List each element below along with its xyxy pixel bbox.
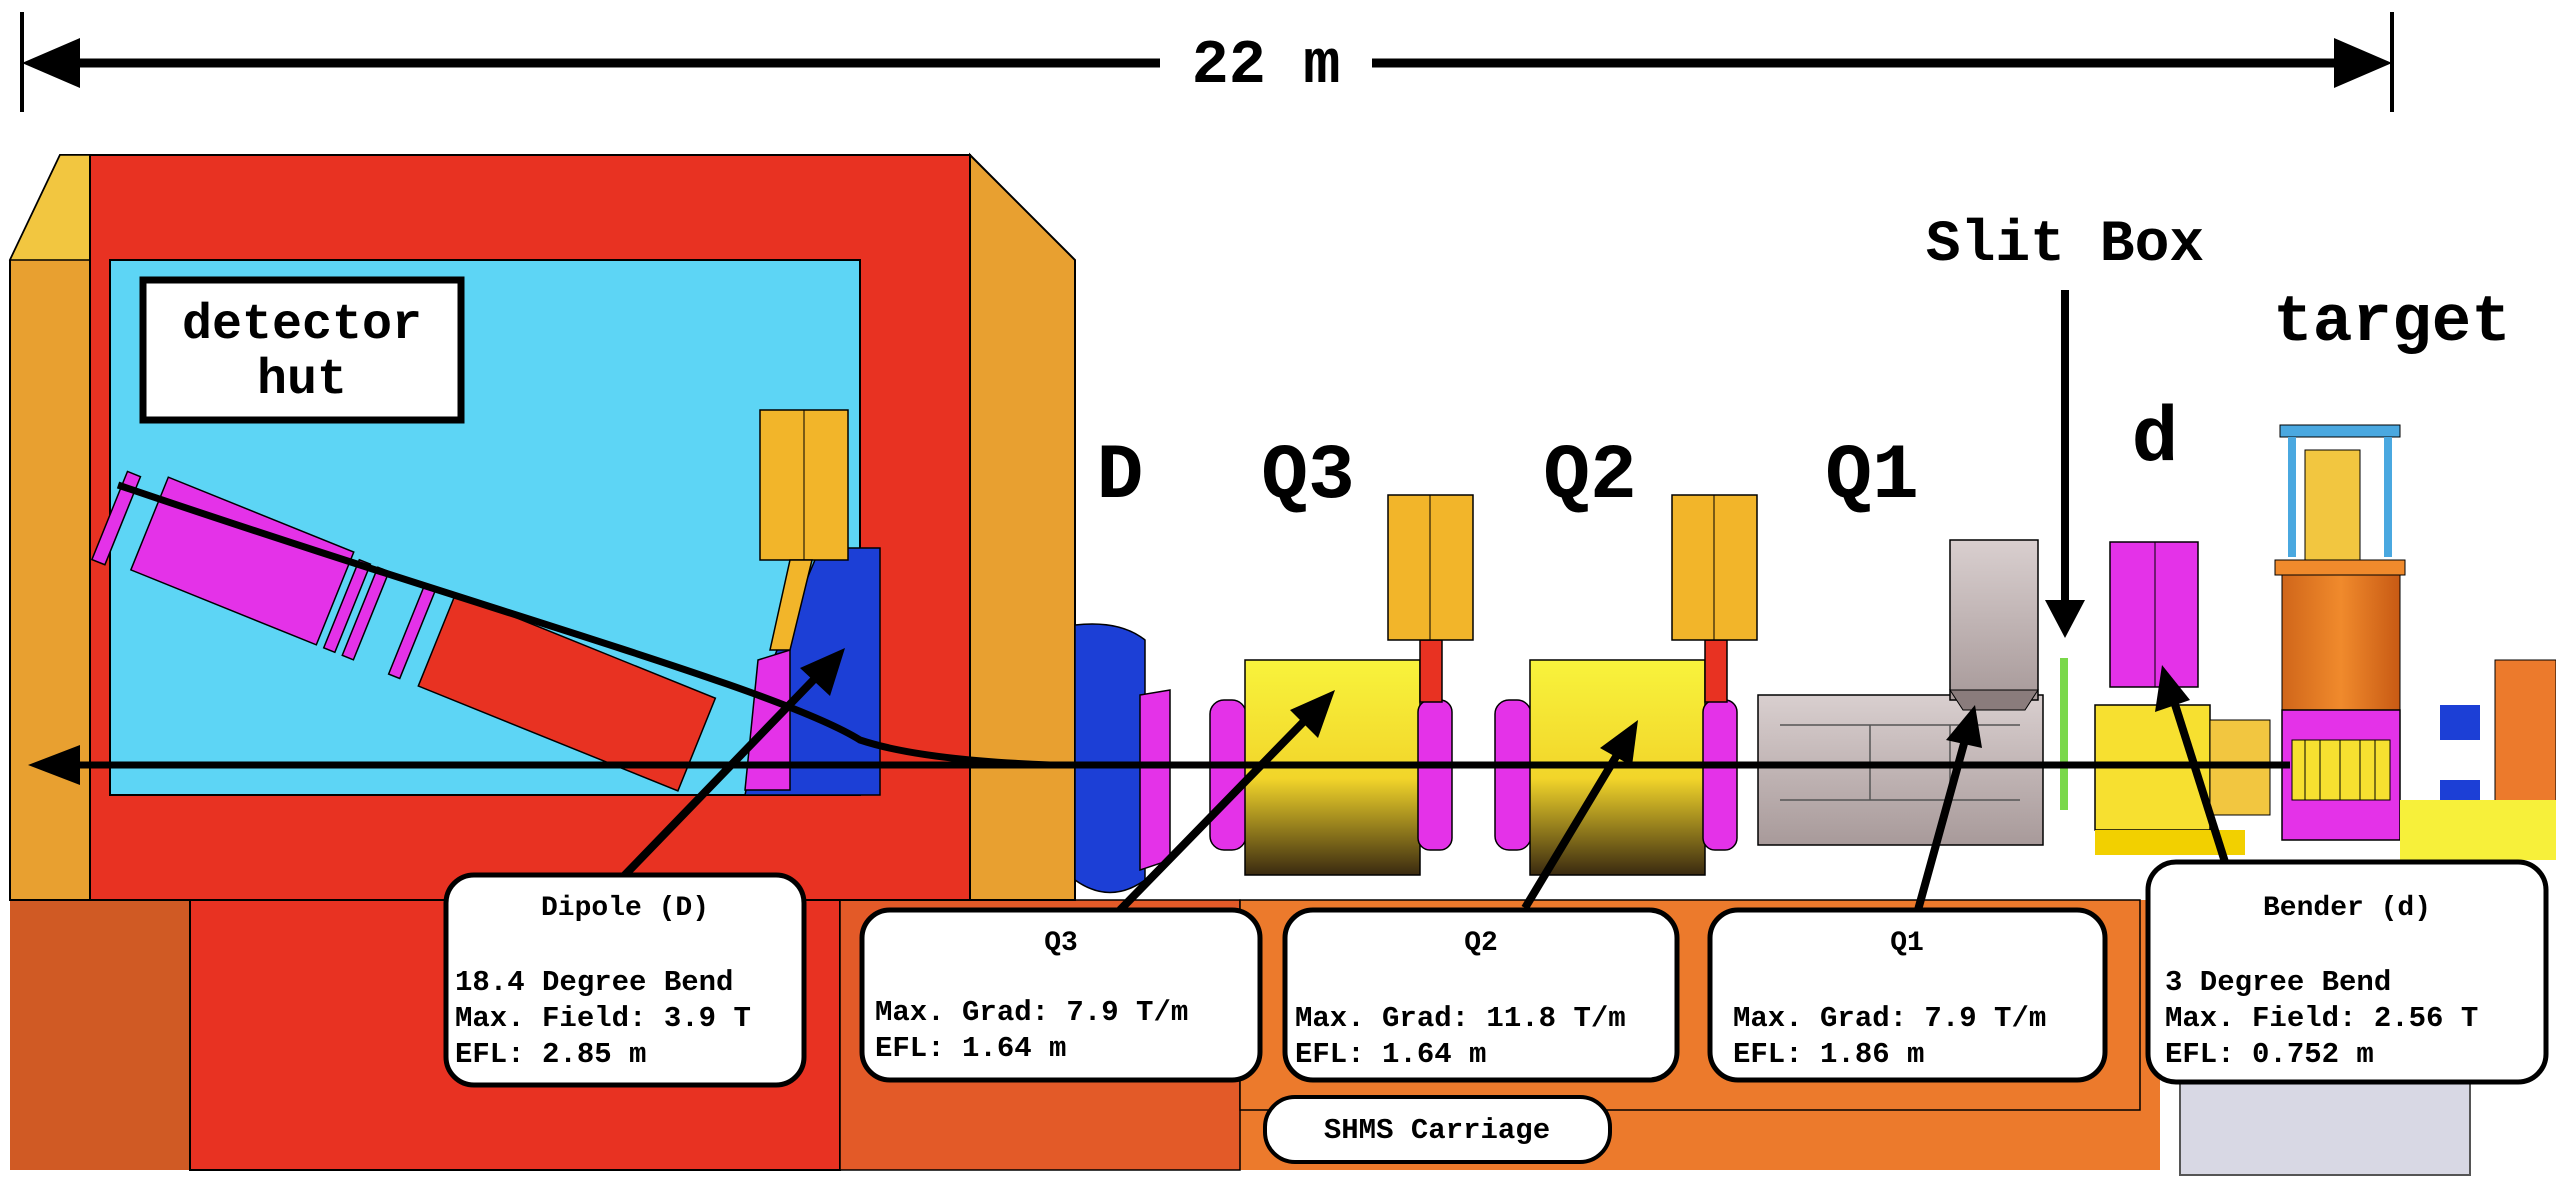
detector-package-2 [417, 592, 717, 792]
scale-right-arrowhead [2334, 38, 2392, 88]
beam-arrowhead [28, 745, 80, 785]
dipole-d-exterior [1074, 623, 1171, 894]
bender-info-line2: Max. Field: 2.56 T [2165, 1002, 2478, 1035]
detector-hut: detector hut [8, 152, 1076, 901]
q1-info-line1: Max. Grad: 7.9 T/m [1733, 1002, 2046, 1035]
label-target: target [2273, 285, 2511, 360]
label-d: d [2132, 396, 2179, 484]
label-Q3: Q3 [1261, 433, 1355, 521]
detector-hut-label-box [139, 276, 465, 424]
q2-magnet [1494, 494, 1758, 876]
q2-info-line2: EFL: 1.64 m [1295, 1038, 1486, 1071]
label-Q2: Q2 [1543, 433, 1637, 521]
scale-label: 22 m [1192, 30, 1341, 101]
detector-package-1 [129, 476, 355, 646]
scale-left-arrowhead [22, 38, 80, 88]
beam-trajectory [116, 481, 1051, 769]
detector-hut-label-2: hut [257, 352, 347, 409]
label-slit-box: Slit Box [1926, 213, 2204, 278]
q3-info-title: Q3 [1044, 928, 1078, 959]
beam-lines [28, 481, 2290, 785]
q3-info-box: Q3 Max. Grad: 7.9 T/m EFL: 1.64 m [859, 907, 1263, 1083]
dipole-info-line1: 18.4 Degree Bend [455, 966, 733, 999]
bender-info-title: Bender (d) [2263, 893, 2431, 924]
q2-info-box: Q2 Max. Grad: 11.8 T/m EFL: 1.64 m [1282, 907, 1680, 1083]
dipole-info-line2: Max. Field: 3.9 T [455, 1002, 751, 1035]
q3-info-line2: EFL: 1.64 m [875, 1032, 1066, 1065]
carriage-label: SHMS Carriage [1324, 1114, 1550, 1147]
q2-info-title: Q2 [1464, 928, 1498, 959]
q3-info-line1: Max. Grad: 7.9 T/m [875, 996, 1188, 1029]
q2-info-line1: Max. Grad: 11.8 T/m [1295, 1002, 1626, 1035]
label-D: D [1097, 433, 1144, 521]
bender-info-box: Bender (d) 3 Degree Bend Max. Field: 2.5… [2145, 859, 2549, 1085]
carriage-label-box: SHMS Carriage [1263, 1095, 1612, 1164]
q1-info-title: Q1 [1890, 928, 1924, 959]
q1-info-box: Q1 Max. Grad: 7.9 T/m EFL: 1.86 m [1707, 907, 2108, 1083]
dipole-info-title: Dipole (D) [541, 893, 709, 924]
bender-info-line3: EFL: 0.752 m [2165, 1038, 2374, 1071]
target-chamber [2274, 424, 2556, 860]
dipole-info-line3: EFL: 2.85 m [455, 1038, 646, 1071]
label-Q1: Q1 [1825, 433, 1919, 521]
q3-magnet [1209, 494, 1474, 876]
callout-arrows [617, 290, 2229, 913]
scale-bar: 22 m [20, 12, 2394, 112]
q1-magnet [1757, 539, 2044, 846]
dipole-info-box: Dipole (D) 18.4 Degree Bend Max. Field: … [443, 872, 807, 1088]
slit-box [2060, 658, 2068, 810]
q1-info-line2: EFL: 1.86 m [1733, 1038, 1924, 1071]
bender-info-line1: 3 Degree Bend [2165, 966, 2391, 999]
detector-hut-label: detector [182, 297, 422, 354]
